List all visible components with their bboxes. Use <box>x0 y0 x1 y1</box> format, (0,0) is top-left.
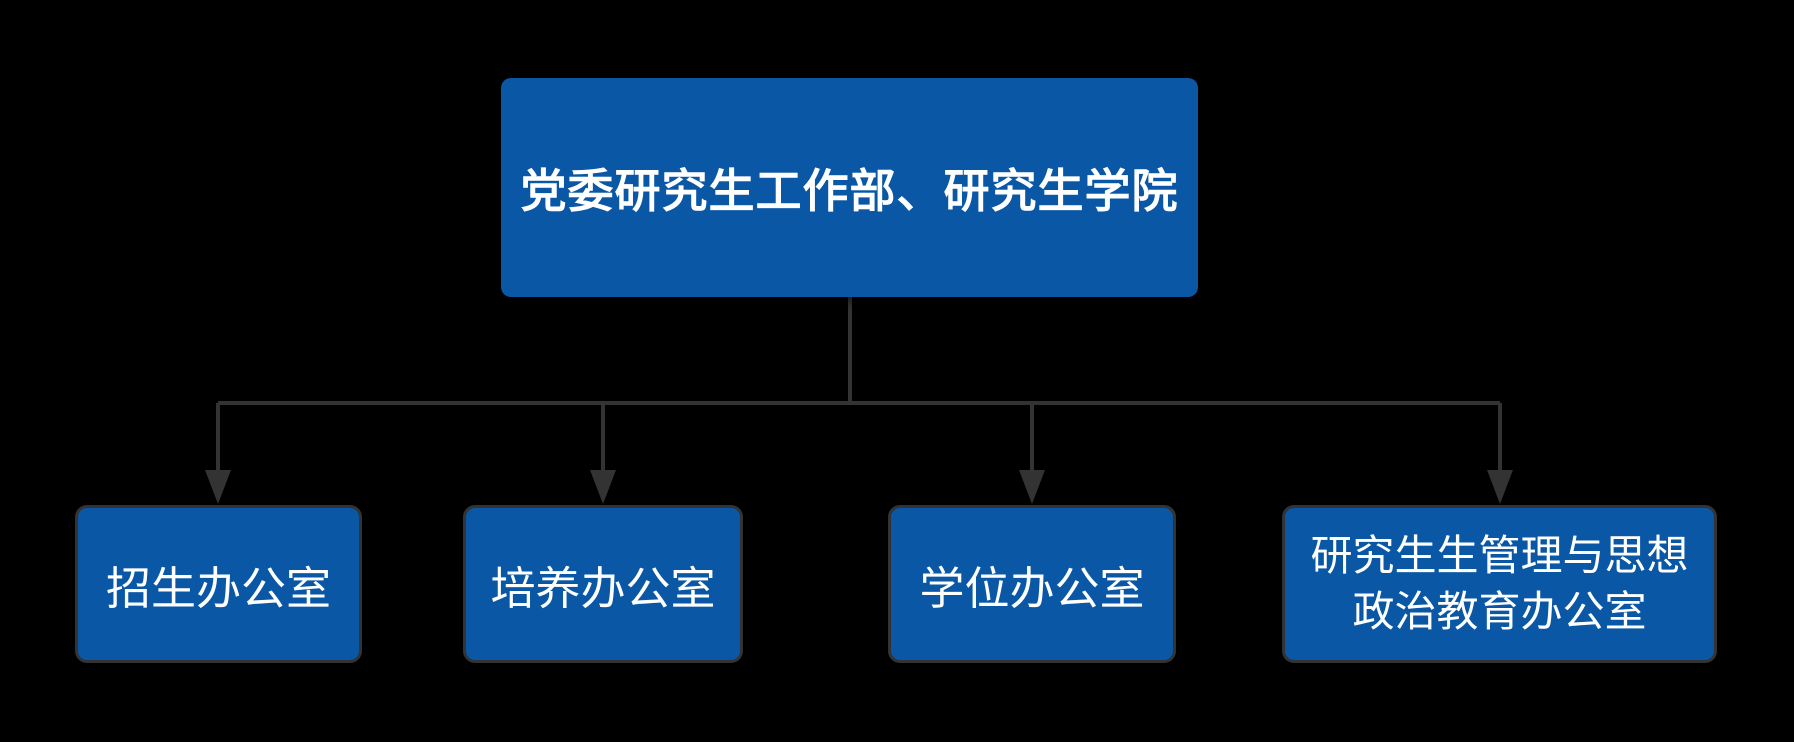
connector-drop-1 <box>205 403 231 504</box>
arrowhead-icon <box>590 470 616 504</box>
org-node-admissions-office: 招生办公室 <box>75 505 362 663</box>
arrowhead-icon <box>1019 470 1045 504</box>
org-node-label: 学位办公室 <box>919 562 1145 614</box>
org-node-label: 培养办公室 <box>490 562 716 614</box>
org-node-label-line2: 政治教育办公室 <box>1352 588 1647 635</box>
org-node-root: 党委研究生工作部、研究生学院 <box>501 78 1198 297</box>
connector-drop-3 <box>1019 403 1045 504</box>
org-node-label: 招生办公室 <box>105 562 331 614</box>
org-node-management-ideology-office: 研究生生管理与思想 政治教育办公室 <box>1282 505 1717 663</box>
connector-drop-2 <box>590 403 616 504</box>
org-node-root-label: 党委研究生工作部、研究生学院 <box>520 164 1179 217</box>
connector-drop-4 <box>1487 403 1513 504</box>
arrowhead-icon <box>1487 470 1513 504</box>
arrowhead-icon <box>205 470 231 504</box>
org-node-training-office: 培养办公室 <box>463 505 743 663</box>
org-node-degree-office: 学位办公室 <box>888 505 1176 663</box>
org-node-label-line1: 研究生生管理与思想 <box>1310 532 1689 579</box>
